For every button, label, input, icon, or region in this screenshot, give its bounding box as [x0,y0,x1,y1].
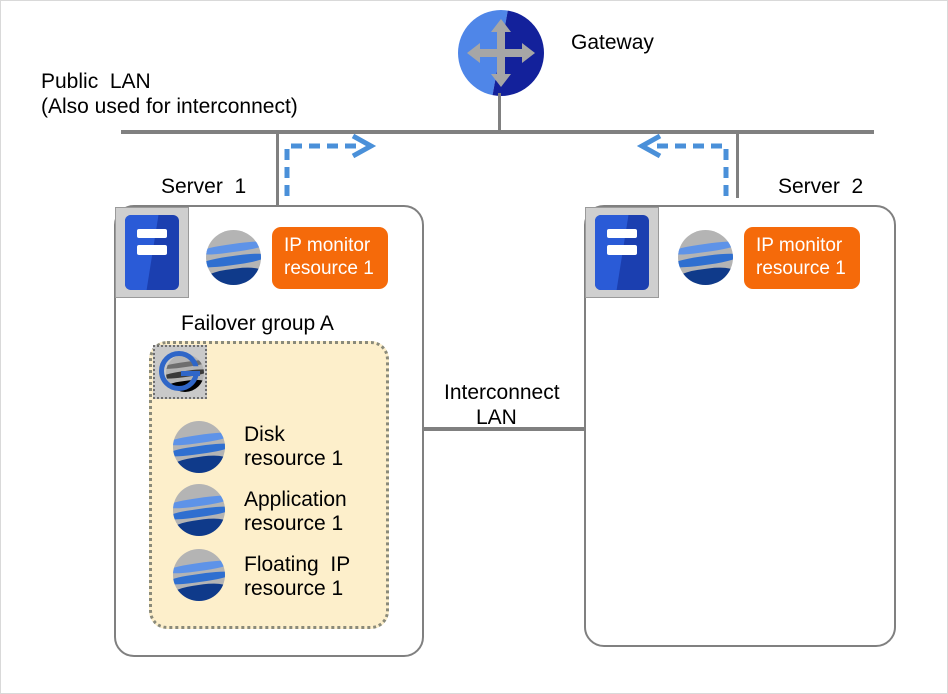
interconnect-lan-label-line2: LAN [476,406,517,429]
server-icon-bar-top [606,228,638,239]
public-lan-label-line2: (Also used for interconnect) [41,95,298,118]
interconnect-lan-line [423,427,586,431]
server-icon-body [125,215,179,290]
gateway-drop-line [498,93,501,133]
server-2-drop-line [736,132,739,198]
server-1-drop-line [276,132,279,208]
server-1-machine-icon [115,207,189,298]
public-lan-label-line1: Public LAN [41,70,151,93]
server-1-ip-monitor-line1: IP monitor [284,235,371,257]
server-2-ip-monitor-badge[interactable]: IP monitor resource 1 [744,227,860,289]
failover-resource-label-1-line1: Application [244,488,347,511]
flow-server1-to-lan [284,134,377,196]
failover-group-a-label: Failover group A [181,312,334,335]
server-2-machine-icon [585,207,659,298]
server-1-ip-monitor-globe-icon [206,230,261,285]
public-lan-bus-line [121,130,874,134]
server-1-ip-monitor-badge[interactable]: IP monitor resource 1 [272,227,388,289]
gateway-label: Gateway [571,31,654,54]
server-2-ip-monitor-line1: IP monitor [756,235,843,257]
server-2-label: Server 2 [778,175,864,198]
failover-resource-label-0-line2: resource 1 [244,447,344,470]
flow-lan-to-server2 [636,134,729,196]
failover-resource-globe-icon-0 [173,421,225,473]
gateway-arrows-icon [467,19,535,87]
failover-resource-label-1-line2: resource 1 [244,512,344,535]
server-icon-bar-bottom [136,245,168,255]
failover-resource-globe-icon-1 [173,484,225,536]
server-icon-bar-bottom [606,245,638,255]
failover-resource-label-2-line2: resource 1 [244,577,344,600]
interconnect-lan-label-line1: Interconnect [444,381,560,404]
server-icon-bar-top [136,228,168,239]
failover-resource-globe-icon-2 [173,549,225,601]
server-2-ip-monitor-line2: resource 1 [756,258,846,279]
gateway-router-icon [458,10,544,96]
server-1-label: Server 1 [161,175,247,198]
server-icon-body [595,215,649,290]
g-icon-crossbar [181,371,200,376]
failover-resource-label-2-line1: Floating IP [244,553,351,576]
failover-group-g-icon [153,345,207,399]
server-1-ip-monitor-line2: resource 1 [284,258,374,279]
failover-resource-label-0-line1: Disk [244,423,285,446]
server-2-ip-monitor-globe-icon [678,230,733,285]
